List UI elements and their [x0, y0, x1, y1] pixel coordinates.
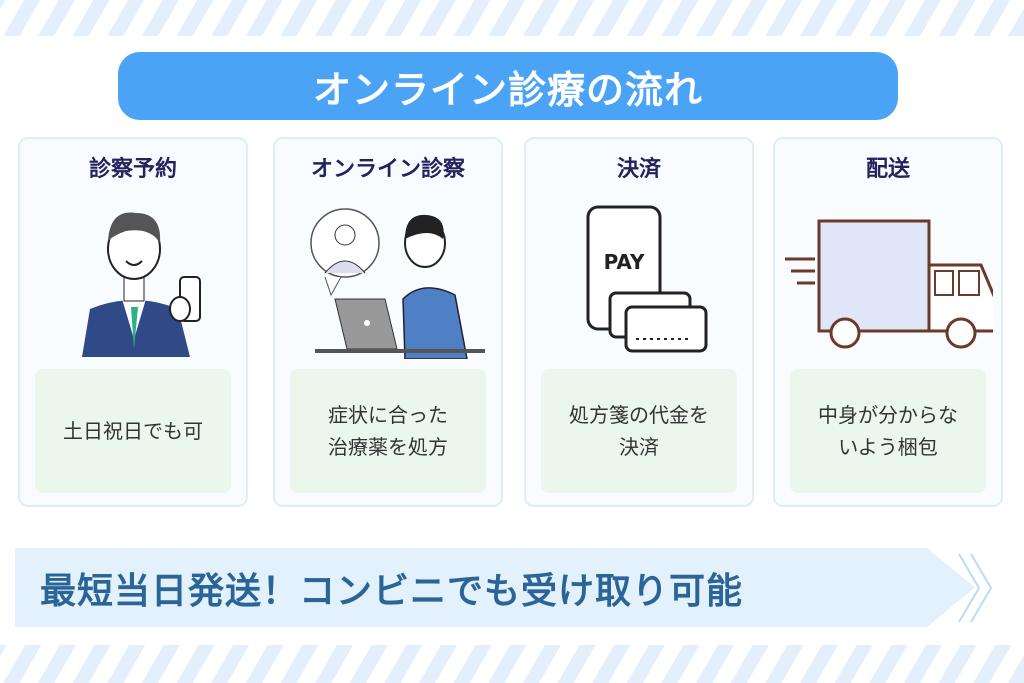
banner-text: 最短当日発送！コンビニでも受け取り可能 [40, 570, 744, 612]
step-note: 処方箋の代金を 決済 [541, 369, 737, 493]
delivery-truck-icon [785, 219, 993, 349]
step-note: 症状に合った 治療薬を処方 [290, 369, 486, 493]
step-card-delivery: 配送 中身が分からな いよう梱包 [773, 137, 1003, 507]
note-line: 治療薬を処方 [328, 435, 448, 459]
step-note: 中身が分からな いよう梱包 [790, 369, 986, 493]
note-line: いよう梱包 [838, 435, 938, 459]
note-line: 決済 [619, 435, 659, 459]
step-heading: 診察予約 [88, 157, 177, 182]
step-card-reservation: 診察予約 土日祝日でも可 [18, 137, 248, 507]
striped-border-bottom [0, 645, 1024, 683]
step-heading: 決済 [616, 157, 661, 182]
page-title: オンライン診療の流れ [118, 52, 898, 120]
chevron-right-icon [958, 553, 993, 623]
step-card-payment: 決済 PAY 処方箋の代金を 決済 [524, 137, 754, 507]
svg-text:PAY: PAY [604, 250, 645, 274]
step-heading: 配送 [865, 157, 910, 182]
note-line: 症状に合った [328, 403, 448, 427]
note-line: 処方箋の代金を [569, 403, 709, 427]
banner-background [15, 548, 975, 627]
striped-border-top [0, 0, 1024, 36]
step-heading: オンライン診察 [310, 157, 465, 182]
man-with-phone-icon [82, 212, 201, 357]
step-note: 土日祝日でも可 [35, 369, 231, 493]
phone-pay-card-icon: PAY [586, 205, 708, 353]
note-line: 土日祝日でも可 [63, 419, 203, 443]
step-card-online-consultation: オンライン診察 症状に合った 治療薬を処方 [273, 137, 503, 507]
video-consultation-icon [310, 208, 485, 359]
note-line: 中身が分からな [818, 403, 958, 427]
